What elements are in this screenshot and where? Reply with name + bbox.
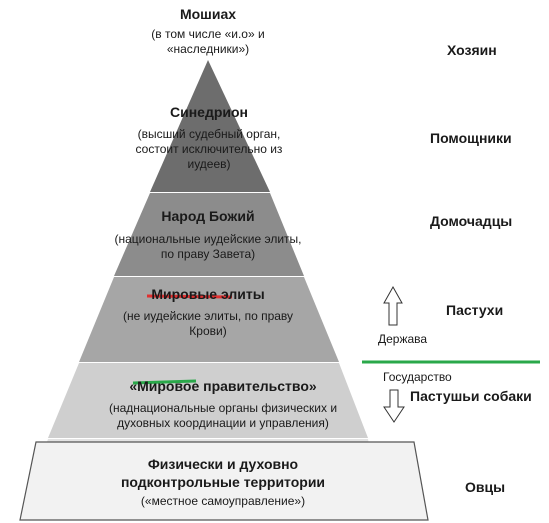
role-label-5: Пастушьи собаки (410, 388, 532, 404)
tier-4-subtitle: (не иудейские элиты, по праву Крови) (122, 308, 294, 338)
tier-3-text: Народ Божий (национальные иудейские элит… (112, 208, 304, 262)
strike-green (132, 379, 197, 385)
role-label-6: Овцы (465, 479, 506, 495)
up-arrow-label: Держава (378, 332, 428, 346)
tier-5-title: «Мировое правительство» (129, 378, 317, 394)
tier-6-shape (19, 441, 429, 521)
strike-red (146, 294, 233, 299)
tier-2-subtitle: (высший судебный орган, состоит исключит… (135, 126, 283, 171)
tier-2-title: Синедрион (169, 104, 248, 120)
tier-6-text: Физически и духовно подконтрольные терри… (110, 456, 336, 509)
tier-2-text: Синедрион (высший судебный орган, состои… (118, 104, 300, 172)
tier-1-subtitle: (в том числе «и.о» и «наследники») (151, 26, 265, 56)
up-arrow-outline-icon (383, 285, 403, 326)
tier-5-text: «Мировое правительство» (наднациональные… (88, 378, 358, 431)
tier-3-shape (79, 277, 339, 362)
tier-1-text: Мошиах (в том числе «и.о» и «наследники»… (128, 6, 288, 57)
tier-5-subtitle: (наднациональные органы физических и дух… (108, 400, 338, 430)
tier-4-shape (48, 363, 368, 438)
tier-3-title: Народ Божий (161, 208, 255, 224)
role-label-2: Помощники (430, 130, 512, 146)
tier-4-text: Мировые элиты (не иудейские элиты, по пр… (112, 286, 304, 339)
tier-6-title: Физически и духовно подконтрольные терри… (120, 456, 326, 490)
tier-1-shape (150, 60, 270, 192)
down-arrow-outline-icon (383, 389, 405, 423)
tier-6-subtitle: («местное самоуправление») (140, 494, 306, 508)
tier-3-subtitle: (национальные иудейские элиты, по праву … (114, 231, 302, 261)
tier-2-shape (114, 193, 304, 276)
role-label-3: Домочадцы (430, 213, 513, 229)
tier-1-title: Мошиах (179, 6, 237, 22)
tier-4-title: Мировые элиты (151, 286, 265, 302)
role-label-1: Хозяин (447, 42, 497, 58)
down-arrow-label: Государство (383, 370, 452, 384)
role-label-4: Пастухи (446, 302, 504, 318)
